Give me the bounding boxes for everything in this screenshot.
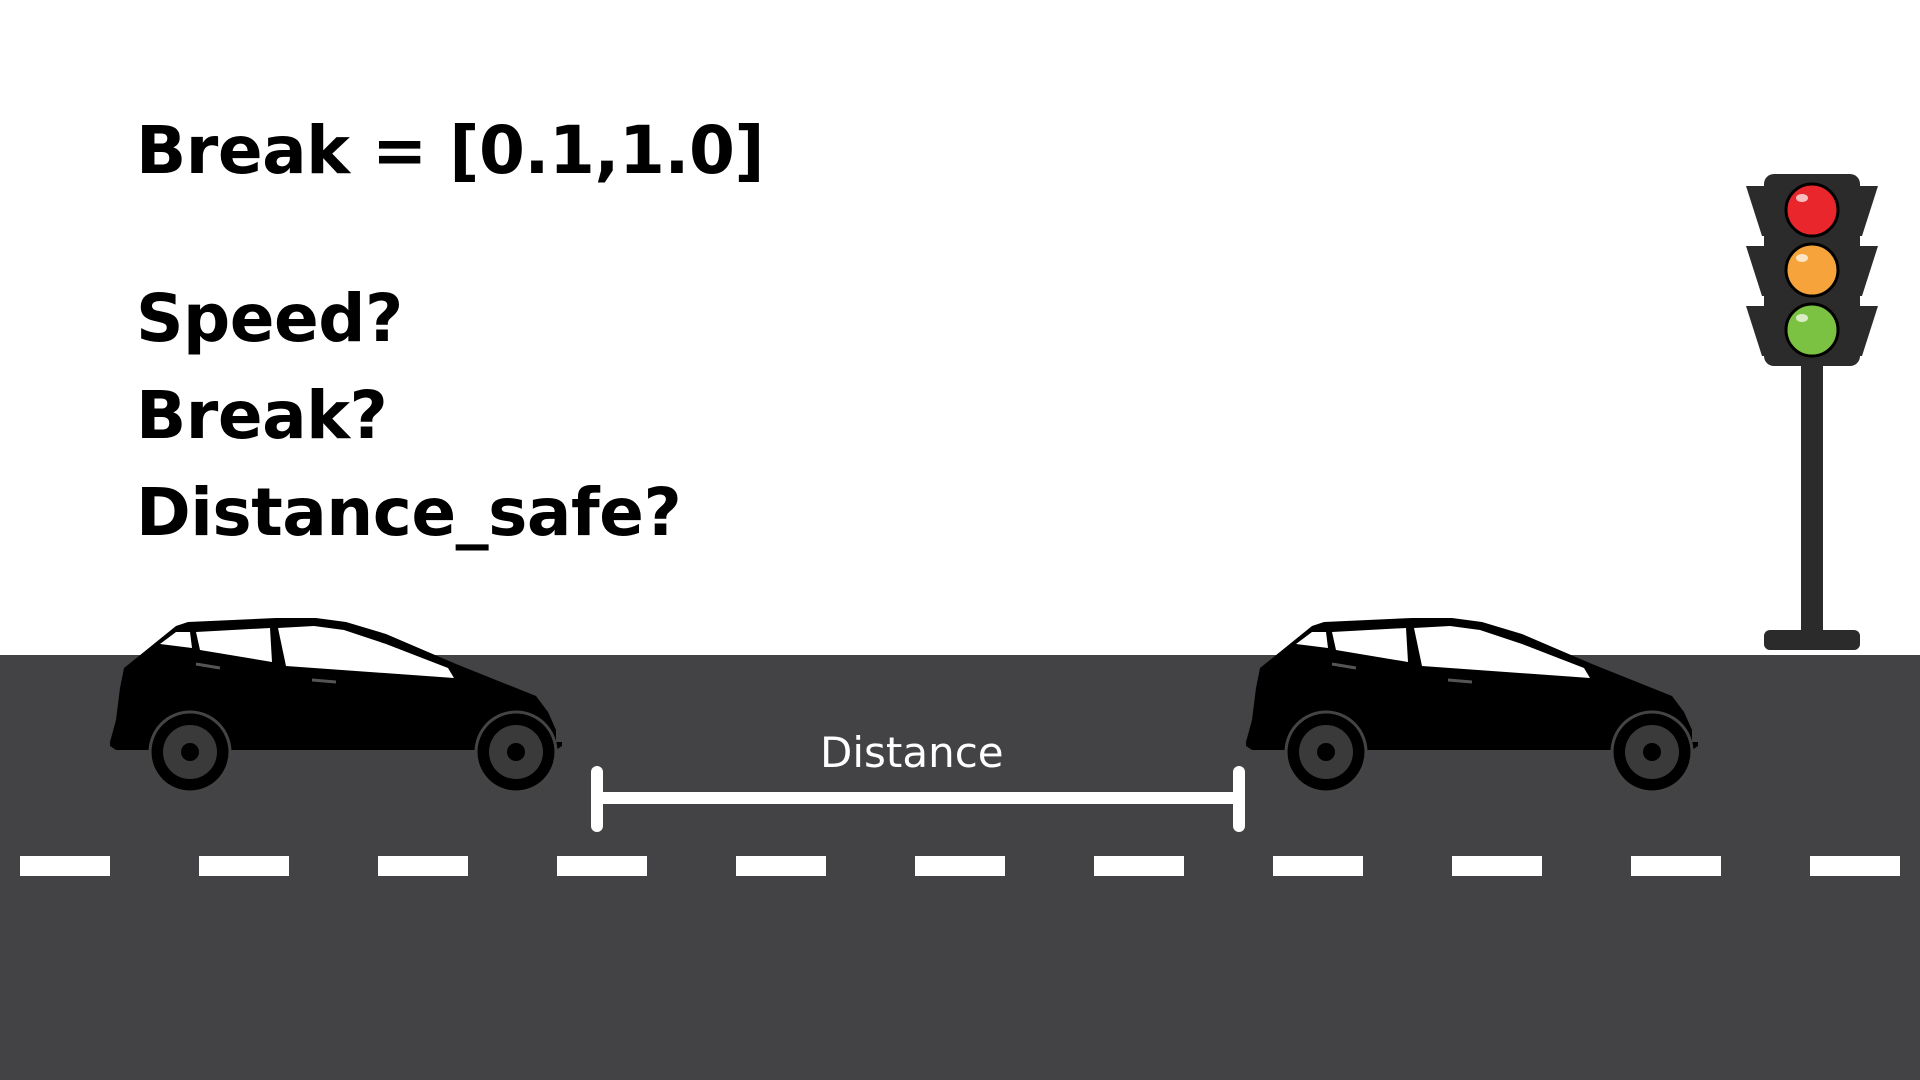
distance-bracket xyxy=(591,766,1245,832)
lane-markings xyxy=(20,856,1900,876)
red-light xyxy=(1784,182,1840,238)
brake-range-formula: Break = [0.1,1.0] xyxy=(136,112,765,189)
question-break: Break? xyxy=(136,377,388,454)
amber-light xyxy=(1784,242,1840,298)
question-list: Speed? Break? Distance_safe? xyxy=(136,270,682,561)
green-light xyxy=(1784,302,1840,358)
distance-label: Distance xyxy=(820,728,1004,777)
question-distance-safe: Distance_safe? xyxy=(136,474,682,551)
question-speed: Speed? xyxy=(136,280,403,357)
traffic-light-icon xyxy=(1746,174,1878,650)
